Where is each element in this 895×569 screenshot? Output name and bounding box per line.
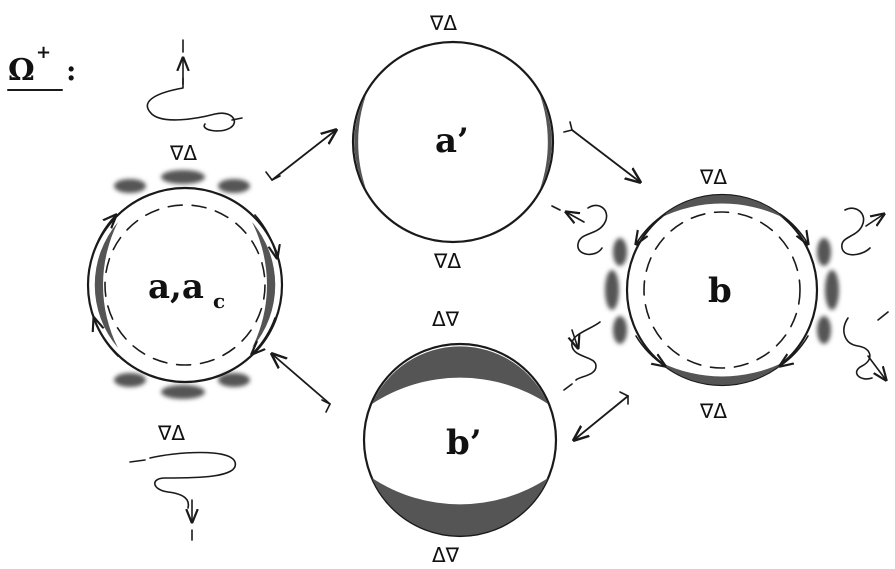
state-b-node: b ∇Δ ∇Δ [551, 165, 889, 423]
arrow-b-prime-to-a [272, 354, 331, 405]
state-a-circle [86, 186, 284, 384]
state-a-top-wavepacket [146, 39, 236, 132]
arrow-a-prime-to-b [571, 129, 640, 182]
state-a-prime-right-lune [540, 95, 552, 189]
state-b-radiation-bands [605, 238, 839, 344]
state-b-orbit-arrow-1 [636, 213, 666, 244]
state-b-inner-ring [643, 211, 801, 369]
state-a-prime-bottom-marker: ∇Δ [433, 249, 461, 273]
state-b-top-marker: ∇Δ [699, 165, 727, 189]
state-a-label-subscript: c [213, 289, 225, 313]
state-b-lower-right-wavepacket [843, 317, 873, 380]
arrow-a-to-a-prime-tail [265, 171, 281, 181]
state-b-bottom-marker: ∇Δ [699, 399, 727, 423]
state-b-upper-right-emission-arrow [865, 214, 884, 227]
state-b-lower-left-emission-arrow [572, 329, 578, 348]
state-b-prime-bottom-marker: Δ∇ [432, 543, 460, 567]
state-a-prime-circle [351, 40, 555, 244]
state-b-bottom-lune [660, 362, 784, 386]
state-a-bottom-marker: ∇Δ [157, 421, 185, 445]
state-b-prime-label: b’ [446, 423, 482, 463]
arrow-a-prime-to-b-tail [563, 121, 573, 133]
state-b-upper-left-wavepacket [551, 204, 608, 256]
arrow-b-to-b-prime-tail [619, 391, 629, 405]
arrow-a-to-a-prime [271, 130, 336, 181]
arrow-b-prime-to-a-tail [321, 399, 331, 413]
state-b-prime-top-lune [372, 346, 548, 404]
state-a-inner-ring [104, 204, 266, 366]
state-a-orbit-arrow-1 [91, 215, 116, 259]
state-b-orbit-arrow-3 [780, 335, 809, 366]
state-a-node: a,a c ∇Δ ∇Δ [86, 39, 284, 541]
state-a-prime-left-lune [354, 95, 366, 189]
omega-symbol: Ω [8, 53, 35, 88]
state-a-prime-top-marker: ∇Δ [429, 11, 457, 35]
state-b-orbit-arrow-4 [635, 335, 665, 366]
state-b-right-wave-tail [877, 311, 889, 321]
state-a-top-wave-tail [231, 117, 243, 121]
state-b-label: b [708, 271, 732, 311]
omega-superscript: + [36, 42, 51, 63]
state-b-lower-right-emission-arrow [867, 355, 886, 380]
state-a-label: a,a [148, 267, 204, 307]
omega-colon: : [66, 54, 76, 87]
state-a-radiation-bands [114, 170, 250, 399]
state-b-prime-circle [362, 342, 558, 538]
state-b-prime-top-marker: Δ∇ [432, 307, 460, 331]
state-b-prime-bottom-lune [372, 478, 548, 536]
transition-arrows [265, 121, 640, 440]
state-b-top-lune [660, 194, 784, 218]
state-b-orbit-arrow-2 [779, 213, 808, 244]
state-a-prime-node: a’ ∇Δ ∇Δ [351, 11, 555, 273]
state-a-orbit-arrow-3 [252, 317, 276, 354]
state-a-orbit-arrow-2 [254, 214, 277, 258]
omega-plus-header: Ω + : [7, 42, 76, 91]
state-b-lower-left-wavepacket [563, 321, 601, 391]
state-a-orbit-arrow-4 [94, 318, 119, 357]
state-a-prime-label: a’ [435, 121, 469, 161]
state-b-upper-right-wavepacket [841, 207, 871, 256]
arrow-b-to-b-prime [574, 395, 629, 440]
state-b-prime-node: b’ Δ∇ Δ∇ [362, 307, 558, 567]
state-a-top-marker: ∇Δ [169, 141, 197, 165]
state-a-bottom-wavepacket [129, 451, 236, 509]
state-b-upper-left-emission-arrow [566, 212, 585, 222]
